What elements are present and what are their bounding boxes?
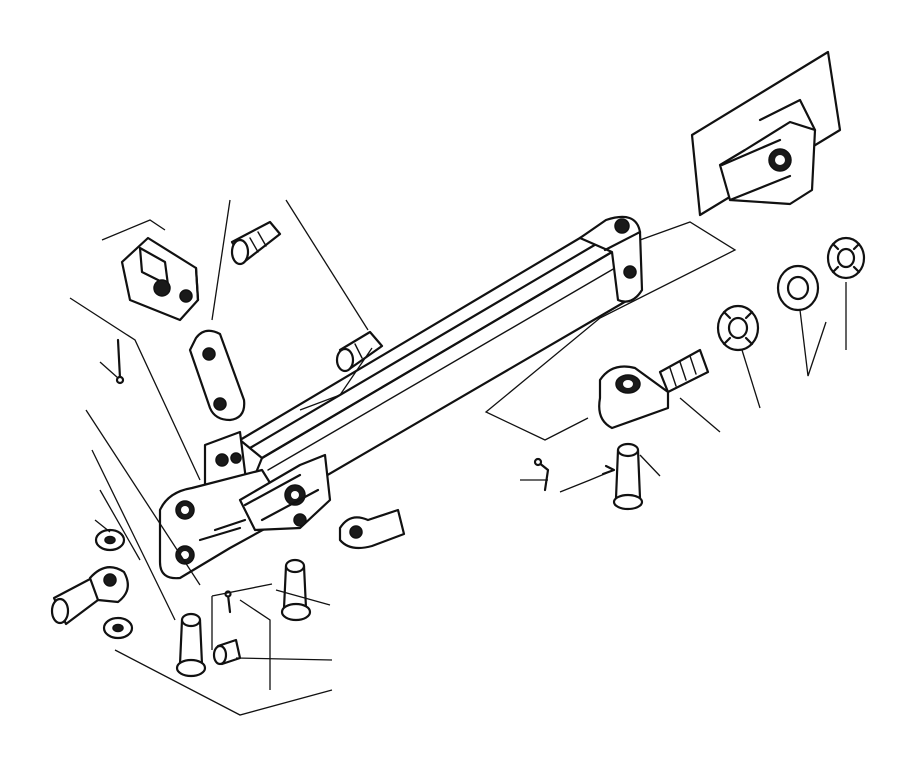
- pin-bottom-left: [175, 612, 207, 678]
- beam-center-lug: [238, 453, 332, 532]
- clevis-pin-right: [612, 442, 644, 511]
- washer-right: [776, 264, 820, 312]
- link-plate: [188, 329, 246, 422]
- bolt-top-left: [230, 220, 282, 266]
- bolt-top-center: [335, 330, 384, 373]
- pin-bottom-center: [280, 558, 312, 622]
- washer-bottom-left-top: [94, 528, 126, 552]
- hinge-bracket: [120, 236, 200, 322]
- wall-mount-bracket: [690, 50, 842, 217]
- washer-bottom-left: [102, 616, 134, 640]
- rod-end-bottom-left: [50, 566, 129, 626]
- castle-nut-left: [716, 304, 760, 352]
- castle-nut-right: [826, 236, 866, 280]
- beam-right-clevis: [578, 215, 644, 303]
- cotter-pin-bottom: [224, 590, 232, 614]
- rod-end-eye: [598, 348, 710, 430]
- arrow-marker: [601, 464, 616, 476]
- small-rod-end: [338, 508, 406, 550]
- leader-lines: [69, 199, 847, 716]
- cotter-pin-right: [533, 457, 550, 492]
- cotter-pin-left: [115, 338, 125, 385]
- short-bolt-bottom: [212, 638, 242, 666]
